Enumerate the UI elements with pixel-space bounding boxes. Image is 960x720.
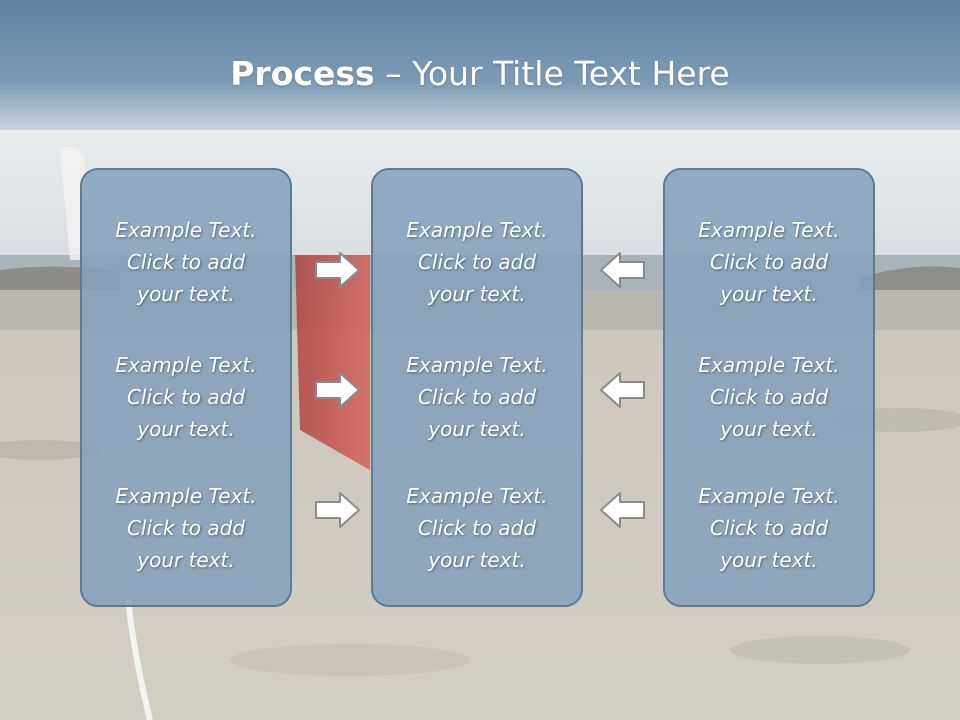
slide-title[interactable]: Process – Your Title Text Here [0,52,960,96]
text-line: Click to add [417,516,537,540]
text-line: Example Text. [115,218,257,242]
text-line: your text. [428,282,526,306]
text-line: your text. [720,417,818,441]
text-line: Click to add [126,385,246,409]
text-line: Click to add [417,385,537,409]
text-placeholder[interactable]: Example Text. Click to add your text. [665,349,873,445]
left-arrow-icon [598,250,646,290]
text-line: your text. [137,417,235,441]
text-line: your text. [720,548,818,572]
text-line: Click to add [709,516,829,540]
process-panel-center[interactable]: Example Text. Click to add your text. Ex… [371,168,583,607]
text-placeholder[interactable]: Example Text. Click to add your text. [82,480,290,576]
text-line: your text. [428,417,526,441]
text-placeholder[interactable]: Example Text. Click to add your text. [373,349,581,445]
process-panel-left[interactable]: Example Text. Click to add your text. Ex… [80,168,292,607]
text-line: Example Text. [406,218,548,242]
text-line: Click to add [126,516,246,540]
text-line: your text. [428,548,526,572]
text-placeholder[interactable]: Example Text. Click to add your text. [82,214,290,310]
text-line: your text. [720,282,818,306]
right-arrow-icon [314,490,362,530]
text-line: your text. [137,548,235,572]
right-arrow-icon [314,370,362,410]
text-placeholder[interactable]: Example Text. Click to add your text. [373,214,581,310]
title-rest: – Your Title Text Here [374,54,730,93]
text-line: Click to add [709,385,829,409]
text-placeholder[interactable]: Example Text. Click to add your text. [373,480,581,576]
text-line: Example Text. [698,218,840,242]
text-placeholder[interactable]: Example Text. Click to add your text. [82,349,290,445]
text-line: Example Text. [115,353,257,377]
text-line: Example Text. [115,484,257,508]
text-line: your text. [137,282,235,306]
title-bold: Process [230,54,375,93]
process-panel-right[interactable]: Example Text. Click to add your text. Ex… [663,168,875,607]
text-line: Click to add [417,250,537,274]
right-arrow-icon [314,250,362,290]
left-arrow-icon [598,490,646,530]
text-line: Example Text. [406,484,548,508]
text-line: Click to add [126,250,246,274]
text-placeholder[interactable]: Example Text. Click to add your text. [665,480,873,576]
text-line: Example Text. [698,353,840,377]
text-line: Click to add [709,250,829,274]
text-placeholder[interactable]: Example Text. Click to add your text. [665,214,873,310]
left-arrow-icon [598,370,646,410]
text-line: Example Text. [406,353,548,377]
text-line: Example Text. [698,484,840,508]
